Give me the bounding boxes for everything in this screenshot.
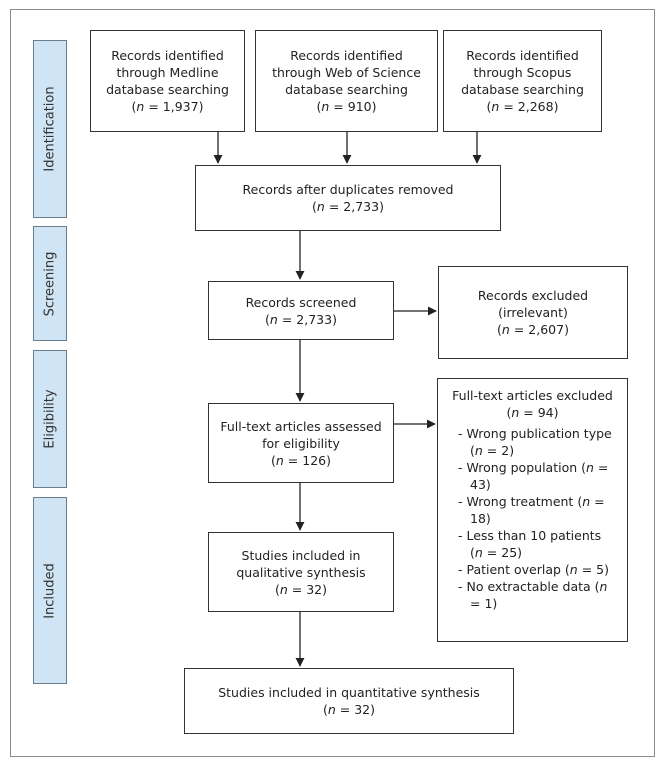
box-web-of-science: Records identified through Web of Scienc…	[255, 30, 438, 132]
n-symbol: n	[316, 199, 325, 214]
duplicates-line1: Records after duplicates removed	[242, 182, 454, 197]
medline-line1: Records identified	[111, 48, 224, 63]
n-symbol: n	[269, 311, 278, 327]
excluded-n: 2,607	[528, 322, 565, 337]
wos-n: 910	[347, 99, 372, 114]
medline-line2: through Medline	[116, 65, 219, 80]
n-symbol: n	[501, 322, 510, 337]
stage-screening: Screening	[33, 226, 67, 341]
scopus-line1: Records identified	[466, 48, 579, 63]
box-quantitative-synthesis: Studies included in quantitative synthes…	[184, 668, 514, 734]
n-symbol: n	[321, 99, 330, 114]
box-medline: Records identified through Medline datab…	[90, 30, 245, 132]
medline-count: (n = 1,937)	[131, 99, 204, 114]
scopus-line2: through Scopus	[473, 65, 572, 80]
exclusion-reason: - Wrong publication type (n = 2)	[458, 426, 612, 458]
quantitative-line1: Studies included in quantitative synthes…	[218, 685, 480, 700]
exclusion-reason-list: - Wrong publication type (n = 2) - Wrong…	[448, 425, 617, 612]
box-fulltext-assessed: Full-text articles assessed for eligibil…	[208, 403, 394, 483]
wos-line3: database searching	[285, 82, 408, 97]
exclusion-reason: - Wrong treatment (n = 18)	[458, 494, 605, 526]
box-duplicates-removed: Records after duplicates removed (n = 2,…	[195, 165, 501, 231]
wos-line2: through Web of Science	[272, 65, 421, 80]
box-fulltext-excluded: Full-text articles excluded (n = 94) - W…	[437, 378, 628, 642]
stage-included: Included	[33, 497, 67, 684]
n-symbol: n	[136, 99, 145, 114]
exclusion-reason: - Less than 10 patients (n = 25)	[458, 528, 602, 560]
box-records-screened: Records screened (n = 2,733)	[208, 281, 394, 340]
fulltext-excluded-count: (n = 94)	[506, 405, 559, 420]
scopus-line3: database searching	[461, 82, 584, 97]
exclusion-reason: - Patient overlap (n = 5)	[458, 562, 609, 577]
fulltext-excluded-n: 94	[537, 405, 554, 420]
scopus-n: 2,268	[517, 99, 554, 114]
duplicates-n: 2,733	[343, 199, 380, 214]
exclusion-reason: - No extractable data (n = 1)	[458, 579, 608, 611]
box-scopus: Records identified through Scopus databa…	[443, 30, 602, 132]
exclusion-reason: - Wrong population (n = 43)	[458, 460, 609, 492]
screened-line1: Records screened	[245, 294, 357, 310]
quantitative-count: (n = 32)	[322, 702, 376, 717]
excluded-count: (n = 2,607)	[497, 322, 569, 337]
screened-count: (n = 2,733)	[265, 311, 337, 327]
fulltext-n: 126	[302, 452, 327, 468]
fulltext-excluded-title: Full-text articles excluded	[452, 388, 613, 403]
stage-identification: Identification	[33, 40, 67, 218]
medline-n: 1,937	[162, 99, 199, 114]
fulltext-line1: Full-text articles assessed	[220, 418, 382, 434]
box-records-excluded: Records excluded (irrelevant) (n = 2,607…	[438, 266, 628, 359]
n-symbol: n	[279, 581, 288, 597]
qualitative-count: (n = 32)	[274, 581, 328, 597]
quantitative-n: 32	[354, 702, 371, 717]
n-symbol: n	[491, 99, 500, 114]
diagram-frame	[10, 9, 655, 757]
excluded-line2: (irrelevant)	[498, 305, 568, 320]
box-qualitative-synthesis: Studies included in qualitative synthesi…	[208, 532, 394, 612]
fulltext-count: (n = 126)	[271, 452, 331, 468]
wos-line1: Records identified	[290, 48, 403, 63]
stage-eligibility: Eligibility	[33, 350, 67, 488]
n-symbol: n	[275, 452, 284, 468]
qualitative-line2: qualitative synthesis	[236, 564, 366, 580]
medline-line3: database searching	[106, 82, 229, 97]
scopus-count: (n = 2,268)	[486, 99, 559, 114]
n-symbol: n	[327, 702, 336, 717]
n-symbol: n	[511, 405, 520, 420]
screened-n: 2,733	[296, 311, 333, 327]
duplicates-count: (n = 2,733)	[312, 199, 384, 214]
fulltext-line2: for eligibility	[262, 435, 340, 451]
excluded-line1: Records excluded	[477, 288, 589, 303]
qualitative-n: 32	[306, 581, 323, 597]
qualitative-line1: Studies included in	[241, 547, 361, 563]
wos-count: (n = 910)	[316, 99, 377, 114]
